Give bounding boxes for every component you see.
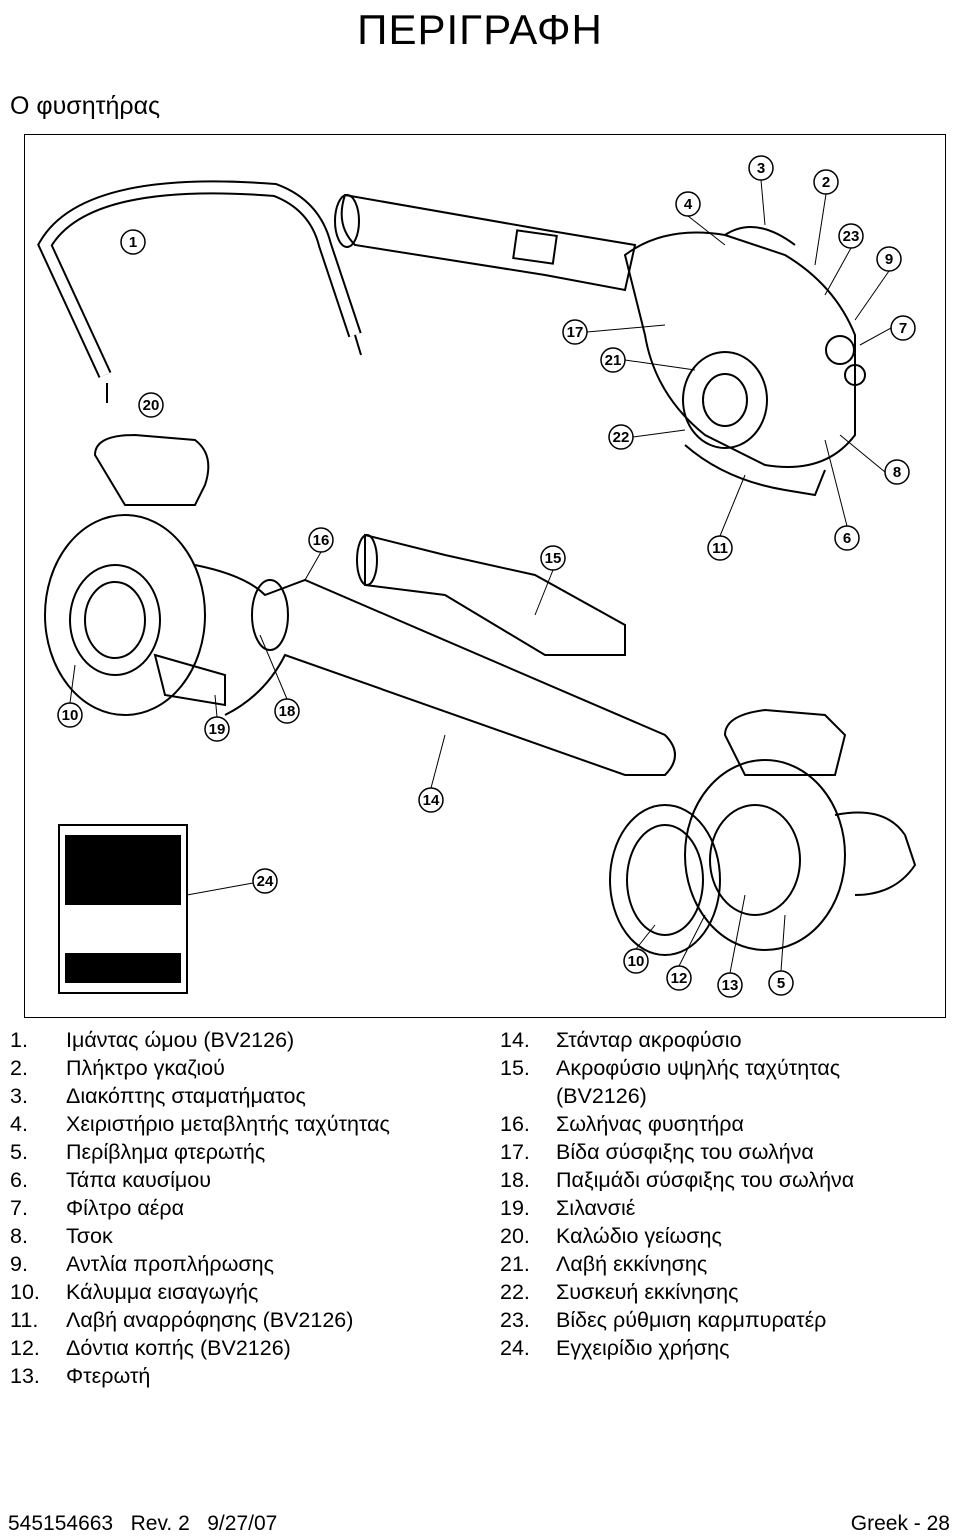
svg-text:13: 13	[722, 977, 739, 994]
list-item: 10.Κάλυμμα εισαγωγής	[10, 1280, 259, 1304]
svg-text:1: 1	[129, 234, 137, 251]
callout-7: 7	[890, 315, 916, 341]
list-item-continuation: (BV2126)	[556, 1084, 647, 1108]
svg-text:5: 5	[777, 975, 785, 992]
callout-16: 16	[308, 527, 334, 553]
callout-13: 13	[717, 972, 743, 998]
callout-10a: 10	[57, 702, 83, 728]
callout-2: 2	[813, 169, 839, 195]
svg-text:9: 9	[885, 251, 893, 268]
list-item: 21.Λαβή εκκίνησης	[500, 1252, 708, 1276]
list-item: 19.Σιλανσιέ	[500, 1196, 636, 1220]
list-item: 4.Χειριστήριο μεταβλητής ταχύτητας	[10, 1112, 390, 1136]
svg-text:21: 21	[605, 352, 622, 369]
list-item: 5.Περίβλημα φτερωτής	[10, 1140, 266, 1164]
callout-15: 15	[540, 545, 566, 571]
list-item: 20.Καλώδιο γείωσης	[500, 1224, 722, 1248]
callout-12: 12	[666, 965, 692, 991]
callout-6: 6	[834, 525, 860, 551]
list-item: 18.Παξιμάδι σύσφιξης του σωλήνα	[500, 1168, 855, 1192]
svg-text:8: 8	[893, 464, 901, 481]
list-item: 24.Εγχειρίδιο χρήσης	[500, 1336, 730, 1360]
svg-text:18: 18	[279, 703, 296, 720]
list-item: 12.Δόντια κοπής (BV2126)	[10, 1336, 291, 1360]
callout-14: 14	[418, 787, 444, 813]
list-item: 16.Σωλήνας φυσητήρα	[500, 1112, 744, 1136]
blower-illustration: 1 2 3 4 5 6 7 8 9 10 10 11 12 13 14 15 1…	[37, 155, 917, 998]
svg-text:22: 22	[613, 429, 630, 446]
list-item: 6.Τάπα καυσίμου	[10, 1168, 211, 1192]
callout-20: 20	[138, 392, 164, 418]
callout-19: 19	[204, 716, 230, 742]
blower-diagram: 1 2 3 4 5 6 7 8 9 10 10 11 12 13 14 15 1…	[24, 134, 946, 1018]
svg-text:15: 15	[545, 550, 562, 567]
callout-22: 22	[608, 424, 634, 450]
parts-list-left: 1.Ιμάντας ώμου (BV2126) 2.Πλήκτρο γκαζιο…	[10, 1026, 480, 1390]
svg-text:11: 11	[712, 540, 728, 557]
list-item: 1.Ιμάντας ώμου (BV2126)	[10, 1028, 295, 1052]
blower-left	[44, 433, 676, 776]
leader-lines	[69, 179, 892, 974]
list-item: 15.Ακροφύσιο υψηλής ταχύτητας	[500, 1056, 841, 1080]
callout-10b: 10	[623, 948, 649, 974]
svg-text:23: 23	[843, 228, 860, 245]
blower-top-right	[334, 193, 866, 497]
list-item: 13.Φτερωτή	[10, 1364, 151, 1388]
list-item: 14.Στάνταρ ακροφύσιο	[500, 1028, 742, 1052]
svg-text:2: 2	[822, 174, 830, 191]
svg-text:17: 17	[567, 324, 584, 341]
list-item: 22.Συσκευή εκκίνησης	[500, 1280, 739, 1304]
list-item: 8.Τσοκ	[10, 1224, 113, 1248]
callout-17: 17	[562, 319, 588, 345]
list-item: 7.Φίλτρο αέρα	[10, 1196, 185, 1220]
svg-text:20: 20	[143, 397, 160, 414]
svg-text:10: 10	[62, 707, 79, 724]
svg-text:3: 3	[757, 160, 765, 177]
list-item: 23.Βίδες ρύθμιση καρμπυρατέρ	[500, 1308, 827, 1332]
blower-bottom-right	[609, 708, 917, 956]
high-speed-nozzle	[356, 533, 626, 656]
list-item: 17.Βίδα σύσφιξης του σωλήνα	[500, 1140, 814, 1164]
svg-text:10: 10	[628, 953, 645, 970]
page-title: ΠΕΡΙΓΡΑΦΗ	[357, 6, 603, 53]
list-item: 2.Πλήκτρο γκαζιού	[10, 1056, 225, 1080]
callout-11: 11	[707, 535, 733, 561]
list-item: 3.Διακόπτης σταματήματος	[10, 1084, 306, 1108]
callout-1: 1	[120, 229, 146, 255]
svg-text:4: 4	[684, 196, 693, 213]
svg-text:7: 7	[899, 320, 907, 337]
callout-9: 9	[876, 246, 902, 272]
svg-text:14: 14	[423, 792, 440, 809]
svg-text:12: 12	[671, 970, 688, 987]
callout-3: 3	[748, 155, 774, 181]
callout-21: 21	[600, 347, 626, 373]
callout-4: 4	[675, 191, 701, 217]
callout-5: 5	[768, 970, 794, 996]
svg-text:19: 19	[209, 721, 226, 738]
section-subtitle: Ο φυσητήρας	[10, 92, 161, 120]
callout-23: 23	[838, 223, 864, 249]
callout-18: 18	[274, 698, 300, 724]
svg-text:24: 24	[257, 873, 274, 890]
callout-8: 8	[884, 459, 910, 485]
callout-24: 24	[252, 868, 278, 894]
footer-doc-info: 545154663 Rev. 2 9/27/07	[8, 1512, 278, 1535]
list-item: 11.Λαβή αναρρόφησης (BV2126)	[10, 1308, 354, 1332]
svg-text:6: 6	[843, 530, 851, 547]
svg-text:16: 16	[313, 532, 330, 549]
list-item: 9.Αντλία προπλήρωσης	[10, 1252, 274, 1276]
parts-list-right: 14.Στάνταρ ακροφύσιο 15.Ακροφύσιο υψηλής…	[500, 1026, 950, 1362]
footer-page-number: Greek - 28	[850, 1512, 950, 1535]
